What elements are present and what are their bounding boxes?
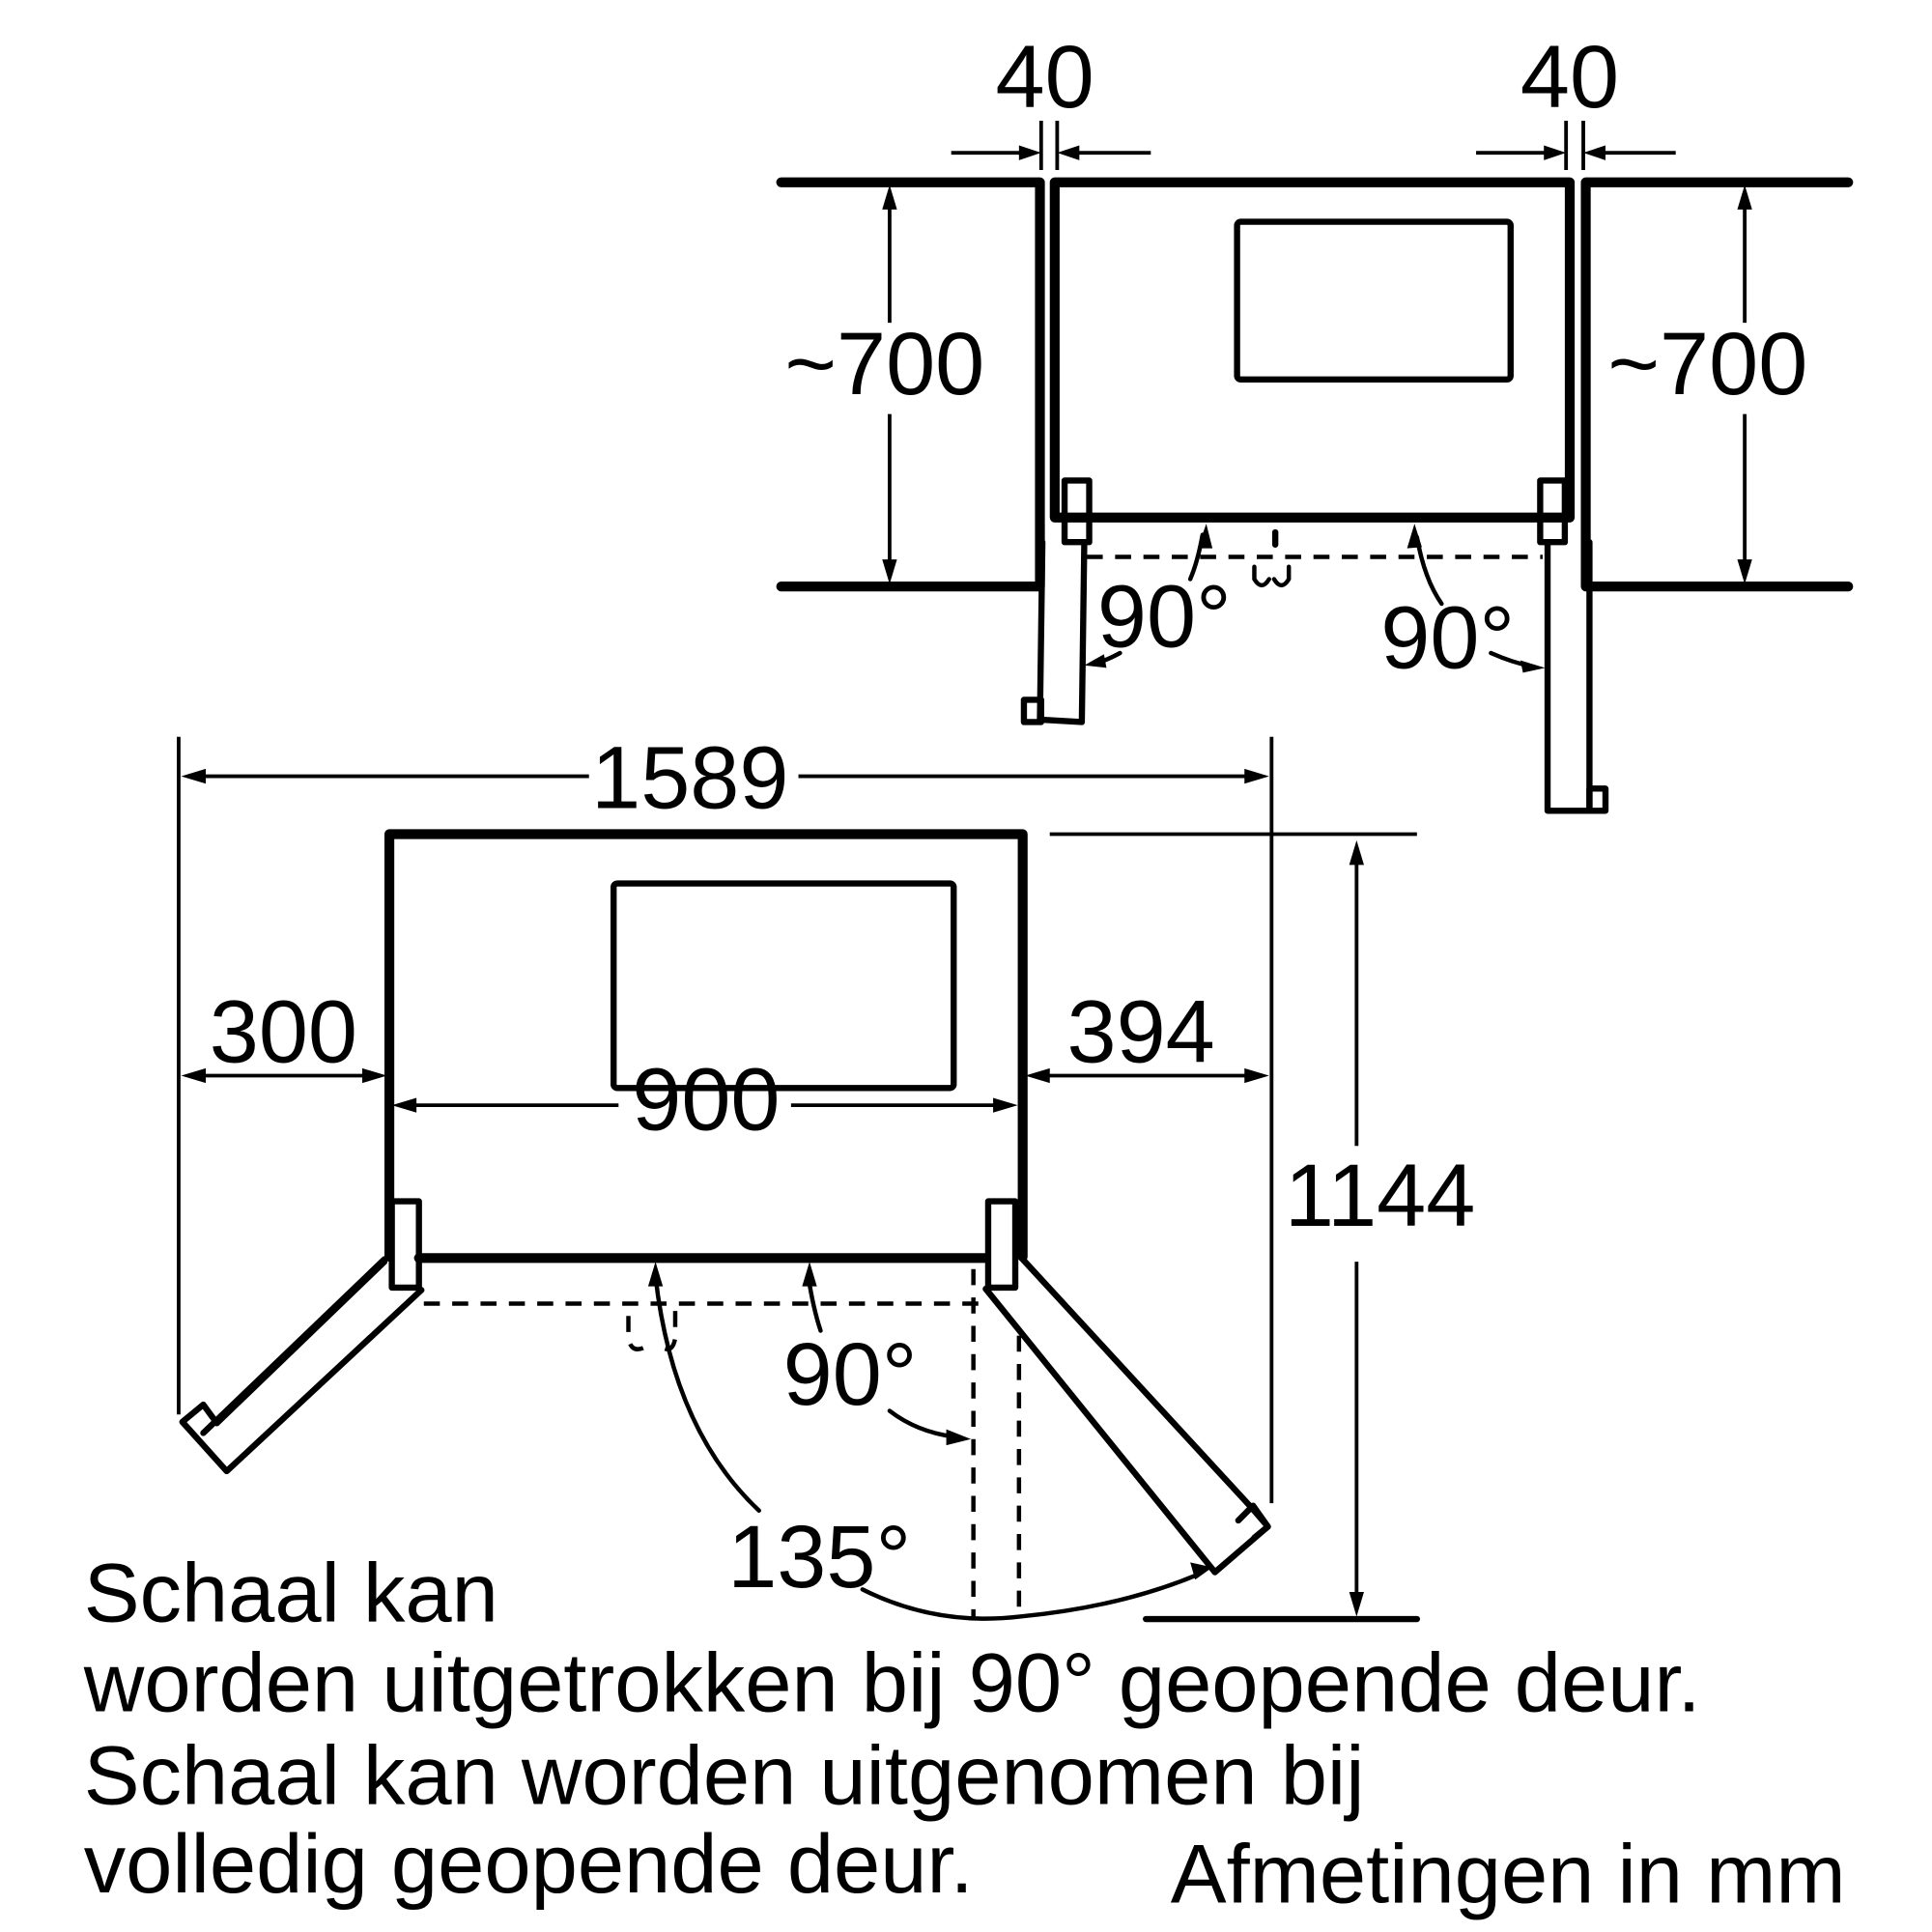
angle-90-label: 90° [783, 1325, 918, 1424]
angle-right-label: 90° [1380, 588, 1515, 687]
arrow-right-icon [1018, 145, 1041, 160]
appliance-width-label: 900 [632, 1051, 780, 1150]
left-cabinet-outline [776, 177, 1045, 592]
arrow-left-icon [1583, 145, 1605, 160]
gap-left-label: 40 [996, 28, 1094, 127]
arrow-left-icon [181, 768, 207, 784]
note-line-1: Schaal kan [84, 1547, 498, 1640]
note-line-3: Schaal kan worden uitgenomen bij [84, 1728, 1365, 1822]
angle-135-label: 135° [727, 1508, 911, 1606]
arrow-up-icon [802, 1262, 817, 1287]
note-line-2: worden uitgetrokken bij 90° geopende deu… [83, 1636, 1701, 1730]
arrow-up-icon [647, 1262, 664, 1287]
hinge-right-top [1537, 477, 1569, 546]
left-door-open [1037, 539, 1088, 725]
right-clearance-label: 394 [1067, 982, 1215, 1081]
appliance-body-bottom [384, 829, 1028, 1263]
arrow-left-icon [181, 1067, 207, 1084]
depth-right-label: ~700 [1607, 315, 1807, 413]
arrow-down-icon [1349, 1591, 1364, 1617]
arrow-right-icon [946, 1429, 972, 1446]
left-door-135 [179, 1256, 425, 1475]
right-door-handle [1235, 1502, 1271, 1542]
arrow-down-icon [1737, 559, 1752, 584]
right-cabinet-outline [1580, 177, 1854, 592]
angle-135-arc-lower [860, 1572, 1201, 1621]
total-depth-label: 1144 [1285, 1147, 1475, 1245]
arrow-right-icon [1190, 1562, 1213, 1580]
arrow-left-icon [1057, 145, 1080, 160]
left-door-handle [1020, 696, 1044, 725]
arrow-left-icon [1025, 1067, 1050, 1084]
tray-feet-bottom [626, 1311, 678, 1351]
hinge-right-bottom [984, 1198, 1019, 1292]
note-line-4: volledig geopende deur. [84, 1817, 974, 1911]
right-door-open [1544, 539, 1593, 814]
arrow-down-icon [882, 559, 897, 584]
angle-left-label: 90° [1097, 568, 1232, 667]
arrow-right-icon [1244, 768, 1269, 784]
inner-compartment-top [1234, 218, 1514, 384]
arrow-up-icon [882, 185, 897, 210]
arrow-up-icon [1737, 185, 1752, 210]
arrow-up-icon [1349, 839, 1364, 866]
inner-compartment-bottom [611, 880, 957, 1092]
notes: Schaal kan worden uitgetrokken bij 90° g… [83, 1547, 1846, 1921]
arrow-up-icon [1197, 524, 1213, 549]
depth-left-label: ~700 [784, 315, 984, 413]
left-door-edge [213, 1258, 388, 1427]
top-view: 40 40 ~700 ~700 90° 90° [776, 28, 1854, 814]
arrow-right-icon [993, 1097, 1018, 1113]
arrow-left-icon [391, 1097, 417, 1113]
arrow-right-icon [1244, 1067, 1269, 1084]
unit-note: Afmetingen in mm [1171, 1827, 1846, 1920]
right-door-135 [982, 1256, 1271, 1576]
arrow-left-icon [1084, 654, 1107, 668]
gap-right-label: 40 [1520, 28, 1619, 127]
left-clearance-label: 300 [210, 982, 357, 1081]
arrow-right-icon [1520, 660, 1546, 673]
arrow-right-icon [1544, 145, 1567, 160]
right-door-handle [1586, 785, 1609, 814]
arrow-right-icon [362, 1067, 387, 1084]
bottom-view: 1589 300 900 394 [177, 729, 1475, 1623]
angle-135-arc [653, 1274, 761, 1514]
arrow-up-icon [1406, 524, 1422, 549]
appliance-body-top [1049, 177, 1576, 523]
total-width-label: 1589 [591, 729, 788, 828]
hinge-left-bottom [388, 1198, 422, 1292]
tray-feet-top [1252, 564, 1292, 588]
hinge-left-top [1061, 477, 1093, 546]
